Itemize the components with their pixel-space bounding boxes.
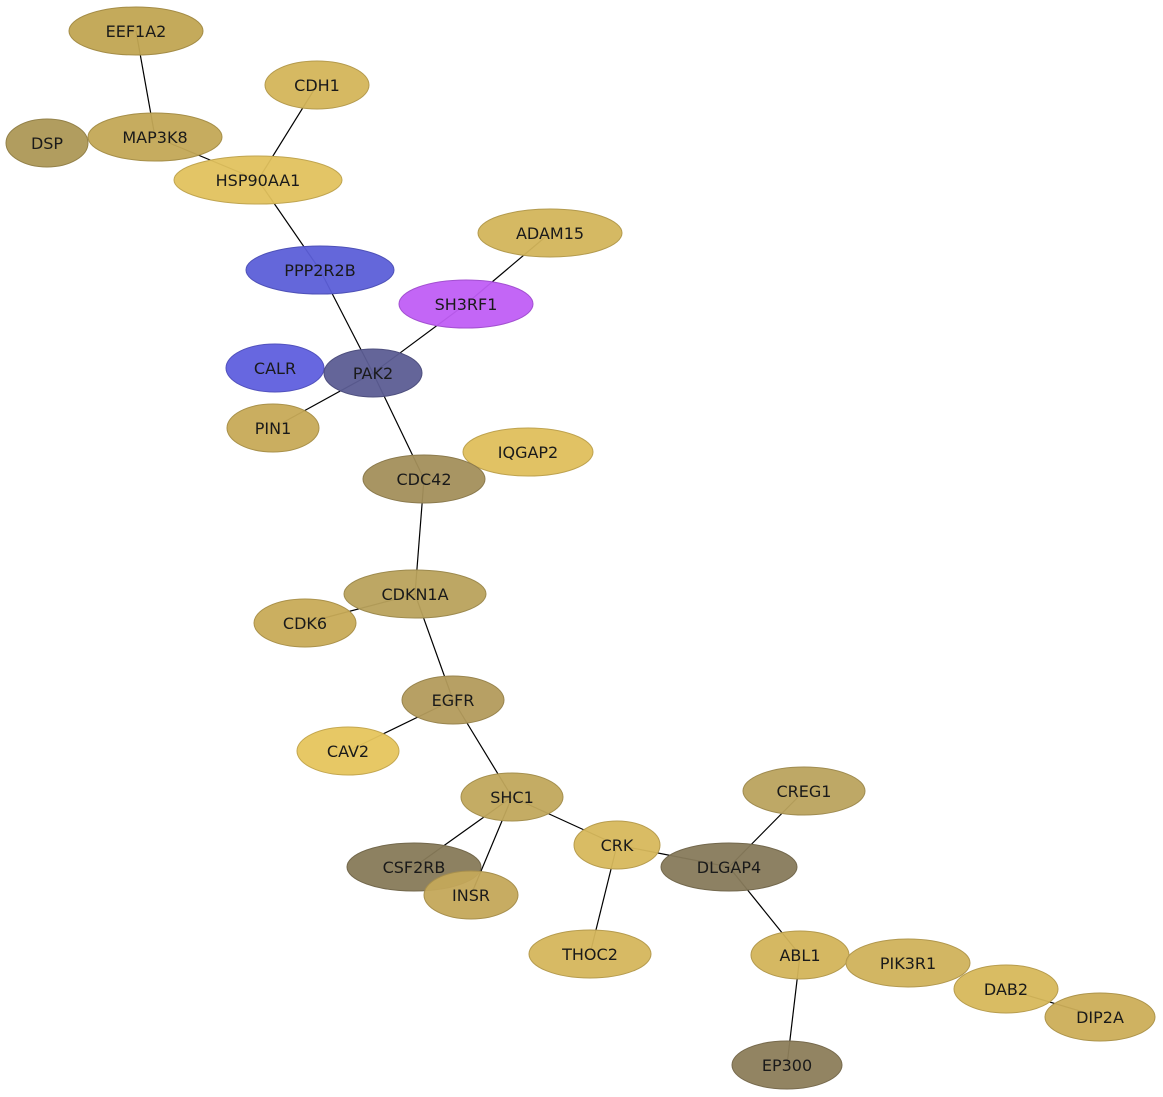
node-label-cdc42: CDC42 bbox=[396, 470, 451, 489]
node-pin1[interactable]: PIN1 bbox=[226, 403, 320, 453]
node-label-hsp90aa1: HSP90AA1 bbox=[216, 171, 301, 190]
node-label-thoc2: THOC2 bbox=[561, 945, 618, 964]
node-shape-crk[interactable] bbox=[573, 820, 661, 870]
node-label-calr: CALR bbox=[254, 359, 296, 378]
node-label-map3k8: MAP3K8 bbox=[122, 128, 187, 147]
node-shape-cav2[interactable] bbox=[296, 726, 400, 776]
node-shape-iqgap2[interactable] bbox=[462, 427, 594, 477]
node-shape-pak2[interactable] bbox=[323, 348, 423, 398]
node-shape-ppp2r2b[interactable] bbox=[245, 245, 395, 295]
node-eef1a2[interactable]: EEF1A2 bbox=[68, 6, 204, 56]
node-dip2a[interactable]: DIP2A bbox=[1044, 992, 1156, 1042]
node-thoc2[interactable]: THOC2 bbox=[528, 929, 652, 979]
node-shape-eef1a2[interactable] bbox=[68, 6, 204, 56]
node-shape-adam15[interactable] bbox=[477, 208, 623, 258]
node-shape-pin1[interactable] bbox=[226, 403, 320, 453]
node-shape-creg1[interactable] bbox=[742, 766, 866, 816]
node-shape-cdh1[interactable] bbox=[264, 60, 370, 110]
node-shape-sh3rf1[interactable] bbox=[398, 279, 534, 329]
node-label-dip2a: DIP2A bbox=[1076, 1008, 1124, 1027]
node-label-pin1: PIN1 bbox=[255, 419, 292, 438]
node-label-abl1: ABL1 bbox=[779, 946, 820, 965]
node-dlgap4[interactable]: DLGAP4 bbox=[660, 842, 798, 892]
node-ppp2r2b[interactable]: PPP2R2B bbox=[245, 245, 395, 295]
node-shape-map3k8[interactable] bbox=[87, 112, 223, 162]
node-iqgap2[interactable]: IQGAP2 bbox=[462, 427, 594, 477]
node-label-pik3r1: PIK3R1 bbox=[880, 954, 936, 973]
node-shape-egfr[interactable] bbox=[401, 675, 505, 725]
node-hsp90aa1[interactable]: HSP90AA1 bbox=[173, 155, 343, 205]
node-insr[interactable]: INSR bbox=[423, 870, 519, 920]
node-label-adam15: ADAM15 bbox=[516, 224, 584, 243]
node-shape-cdkn1a[interactable] bbox=[343, 569, 487, 619]
node-shape-dip2a[interactable] bbox=[1044, 992, 1156, 1042]
node-shape-cdc42[interactable] bbox=[362, 454, 486, 504]
node-label-dab2: DAB2 bbox=[984, 980, 1028, 999]
node-label-ep300: EP300 bbox=[762, 1056, 812, 1075]
node-label-iqgap2: IQGAP2 bbox=[498, 443, 558, 462]
node-pik3r1[interactable]: PIK3R1 bbox=[845, 938, 971, 988]
node-shape-cdk6[interactable] bbox=[253, 598, 357, 648]
node-dab2[interactable]: DAB2 bbox=[953, 964, 1059, 1014]
node-cdh1[interactable]: CDH1 bbox=[264, 60, 370, 110]
node-sh3rf1[interactable]: SH3RF1 bbox=[398, 279, 534, 329]
node-label-egfr: EGFR bbox=[432, 691, 475, 710]
node-shape-dab2[interactable] bbox=[953, 964, 1059, 1014]
node-shape-dlgap4[interactable] bbox=[660, 842, 798, 892]
node-label-cdkn1a: CDKN1A bbox=[381, 585, 448, 604]
node-cav2[interactable]: CAV2 bbox=[296, 726, 400, 776]
node-ep300[interactable]: EP300 bbox=[731, 1040, 843, 1090]
node-egfr[interactable]: EGFR bbox=[401, 675, 505, 725]
node-shape-thoc2[interactable] bbox=[528, 929, 652, 979]
node-adam15[interactable]: ADAM15 bbox=[477, 208, 623, 258]
node-label-pak2: PAK2 bbox=[353, 364, 393, 383]
node-map3k8[interactable]: MAP3K8 bbox=[87, 112, 223, 162]
node-dsp[interactable]: DSP bbox=[5, 118, 89, 168]
node-label-cav2: CAV2 bbox=[327, 742, 369, 761]
node-label-creg1: CREG1 bbox=[777, 782, 832, 801]
node-cdkn1a[interactable]: CDKN1A bbox=[343, 569, 487, 619]
node-label-cdh1: CDH1 bbox=[294, 76, 340, 95]
node-shape-dsp[interactable] bbox=[5, 118, 89, 168]
node-label-insr: INSR bbox=[452, 886, 490, 905]
node-label-dsp: DSP bbox=[31, 134, 63, 153]
node-shape-ep300[interactable] bbox=[731, 1040, 843, 1090]
node-label-shc1: SHC1 bbox=[490, 788, 534, 807]
node-shc1[interactable]: SHC1 bbox=[460, 772, 564, 822]
node-shape-calr[interactable] bbox=[225, 343, 325, 393]
node-cdk6[interactable]: CDK6 bbox=[253, 598, 357, 648]
node-label-csf2rb: CSF2RB bbox=[383, 858, 446, 877]
node-calr[interactable]: CALR bbox=[225, 343, 325, 393]
node-label-eef1a2: EEF1A2 bbox=[106, 22, 167, 41]
node-label-cdk6: CDK6 bbox=[283, 614, 327, 633]
node-label-dlgap4: DLGAP4 bbox=[697, 858, 761, 877]
node-abl1[interactable]: ABL1 bbox=[750, 930, 850, 980]
node-creg1[interactable]: CREG1 bbox=[742, 766, 866, 816]
node-cdc42[interactable]: CDC42 bbox=[362, 454, 486, 504]
node-label-crk: CRK bbox=[601, 836, 634, 855]
node-crk[interactable]: CRK bbox=[573, 820, 661, 870]
node-shape-shc1[interactable] bbox=[460, 772, 564, 822]
node-label-sh3rf1: SH3RF1 bbox=[435, 295, 498, 314]
node-shape-hsp90aa1[interactable] bbox=[173, 155, 343, 205]
node-shape-pik3r1[interactable] bbox=[845, 938, 971, 988]
node-label-ppp2r2b: PPP2R2B bbox=[284, 261, 355, 280]
node-shape-insr[interactable] bbox=[423, 870, 519, 920]
node-pak2[interactable]: PAK2 bbox=[323, 348, 423, 398]
